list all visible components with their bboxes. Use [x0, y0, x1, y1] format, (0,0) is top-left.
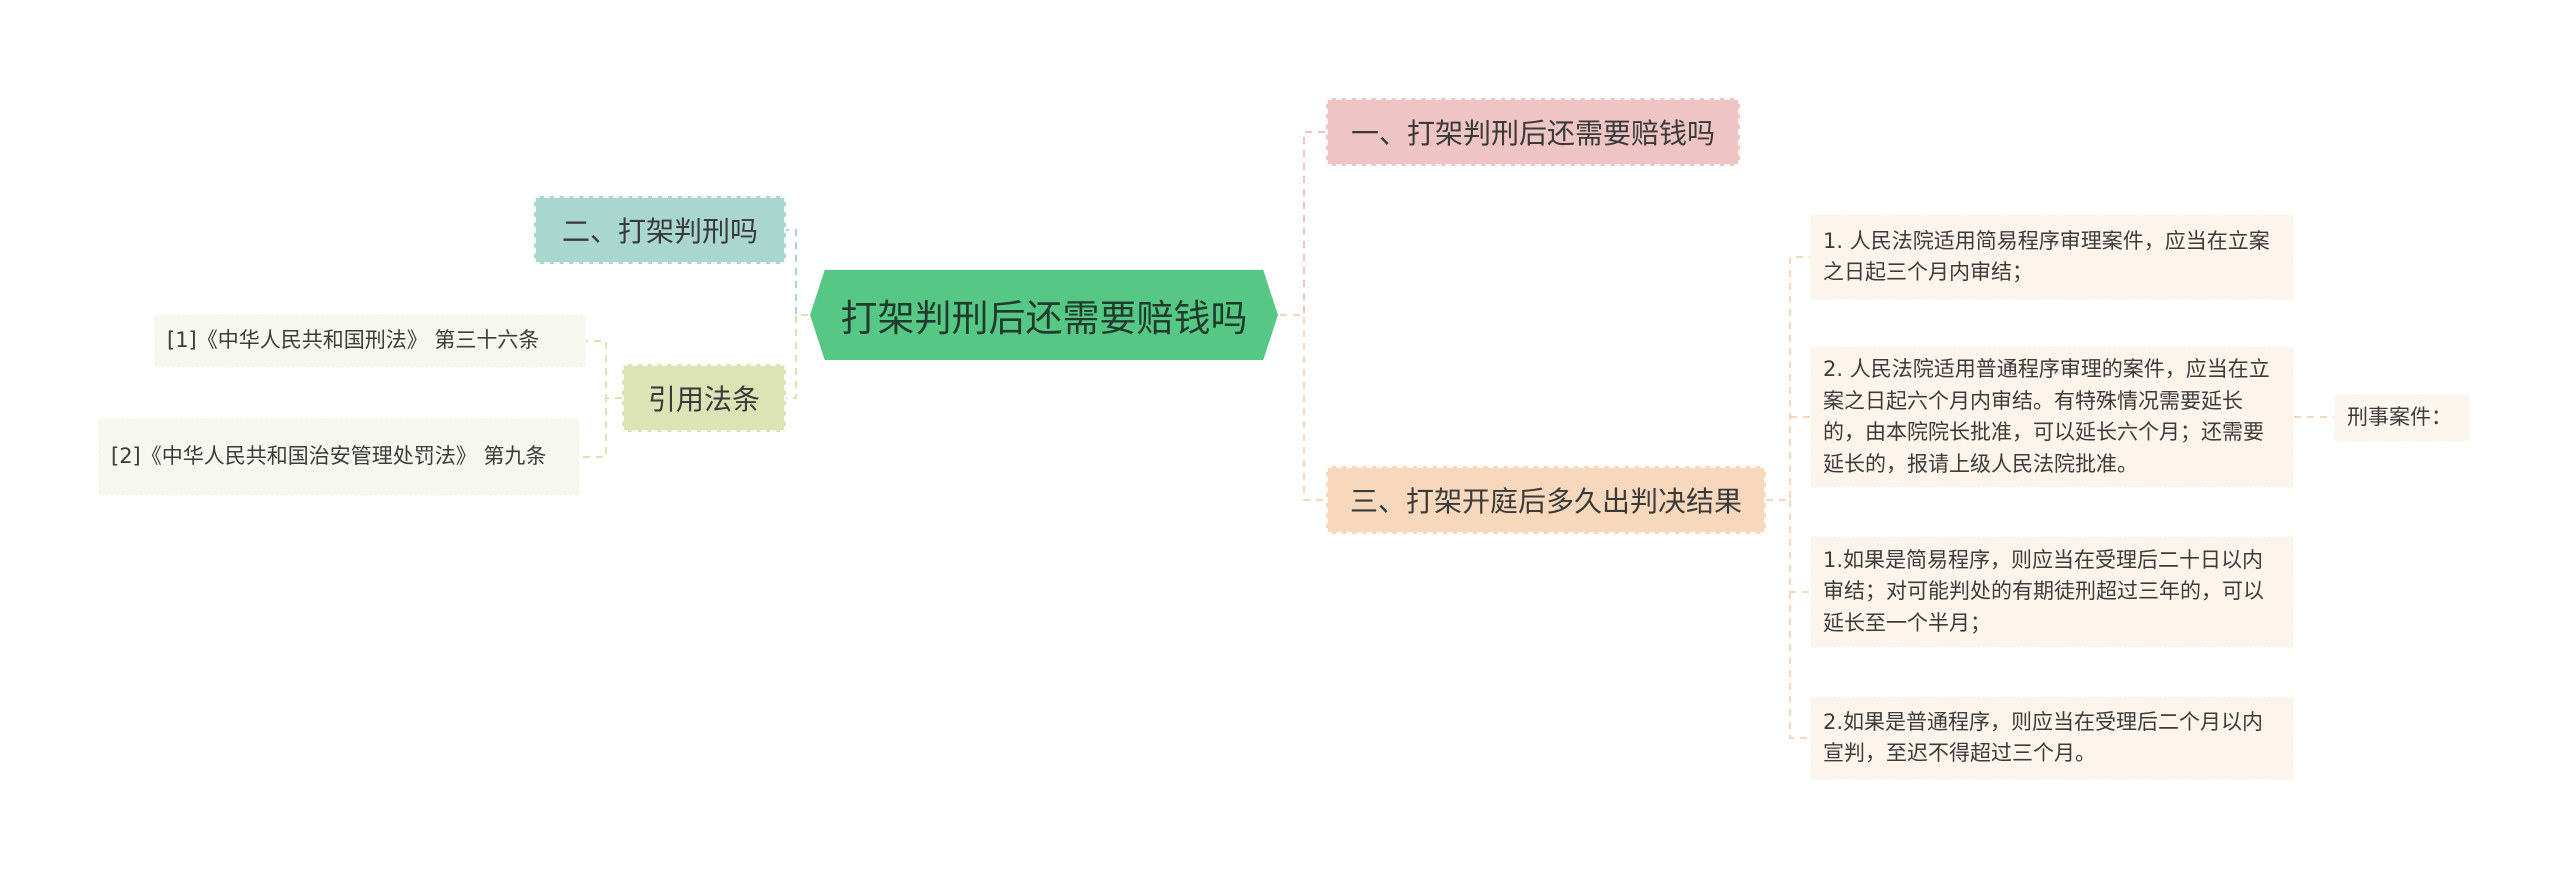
link-cite-law2 [580, 397, 622, 458]
branch-q1[interactable]: 一、打架判刑后还需要赔钱吗 [1326, 98, 1740, 166]
timeline-item-4-text: 2.如果是普通程序，则应当在受理后二个月以内宣判，至迟不得超过三个月。 [1823, 709, 2264, 766]
criminal-case-label[interactable]: 刑事案件： [2334, 394, 2470, 442]
law-item-1-text: [1]《中华人民共和国刑法》 第三十六条 [167, 328, 540, 353]
branch-q3[interactable]: 三、打架开庭后多久出判决结果 [1326, 466, 1766, 534]
link-cite-law1 [586, 340, 622, 399]
law-item-2[interactable]: [2]《中华人民共和国治安管理处罚法》 第九条 [98, 418, 580, 496]
timeline-item-1-text: 1. 人民法院适用简易程序审理案件，应当在立案之日起三个月内审结； [1823, 228, 2270, 285]
branch-q2[interactable]: 二、打架判刑吗 [534, 196, 786, 264]
timeline-item-2[interactable]: 2. 人民法院适用普通程序审理的案件，应当在立案之日起六个月内审结。有特殊情况需… [1810, 346, 2294, 488]
branch-q1-label: 一、打架判刑后还需要赔钱吗 [1350, 117, 1715, 150]
link-q3-t1 [1766, 256, 1810, 501]
link-root-q3 [1280, 314, 1326, 501]
branch-q3-label: 三、打架开庭后多久出判决结果 [1349, 485, 1742, 518]
branch-cited-laws[interactable]: 引用法条 [622, 364, 786, 432]
law-item-2-text: [2]《中华人民共和国治安管理处罚法》 第九条 [111, 444, 547, 469]
branch-cited-laws-label: 引用法条 [647, 383, 760, 416]
link-q3-t3 [1789, 500, 1810, 593]
criminal-case-text: 刑事案件： [2347, 405, 2452, 430]
root-hexagon-shape [808, 268, 1280, 362]
link-q3-t4 [1789, 592, 1810, 739]
branch-q2-label: 二、打架判刑吗 [561, 215, 758, 248]
timeline-item-1[interactable]: 1. 人民法院适用简易程序审理案件，应当在立案之日起三个月内审结； [1810, 214, 2294, 300]
timeline-item-3[interactable]: 1.如果是简易程序，则应当在受理后二十日以内审结；对可能判处的有期徒刑超过三年的… [1810, 536, 2294, 648]
timeline-item-2-text: 2. 人民法院适用普通程序审理的案件，应当在立案之日起六个月内审结。有特殊情况需… [1823, 357, 2270, 476]
link-root-cite [786, 314, 808, 399]
link-root-q2 [786, 229, 808, 316]
root-label: 打架判刑后还需要赔钱吗 [840, 297, 1248, 340]
link-root-q1 [1280, 131, 1326, 316]
timeline-item-3-text: 1.如果是简易程序，则应当在受理后二十日以内审结；对可能判处的有期徒刑超过三年的… [1823, 547, 2264, 635]
root-topic[interactable]: 打架判刑后还需要赔钱吗 [808, 268, 1280, 362]
timeline-item-4[interactable]: 2.如果是普通程序，则应当在受理后二个月以内宣判，至迟不得超过三个月。 [1810, 696, 2294, 780]
law-item-1[interactable]: [1]《中华人民共和国刑法》 第三十六条 [154, 314, 586, 368]
